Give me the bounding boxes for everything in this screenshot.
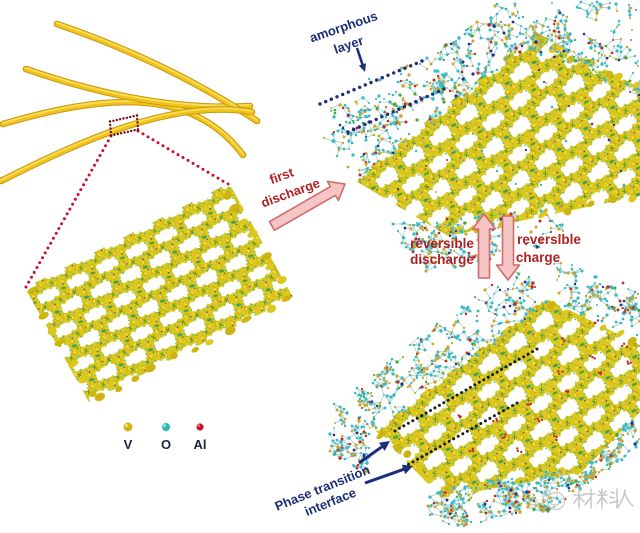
svg-text:discharge: discharge [410, 252, 474, 267]
svg-text:Al: Al [194, 437, 207, 452]
svg-text:reversible: reversible [517, 232, 581, 247]
svg-text:V: V [124, 437, 133, 452]
svg-text:charge: charge [516, 250, 561, 265]
svg-text:O: O [161, 437, 171, 452]
svg-text:reversible: reversible [410, 236, 474, 251]
